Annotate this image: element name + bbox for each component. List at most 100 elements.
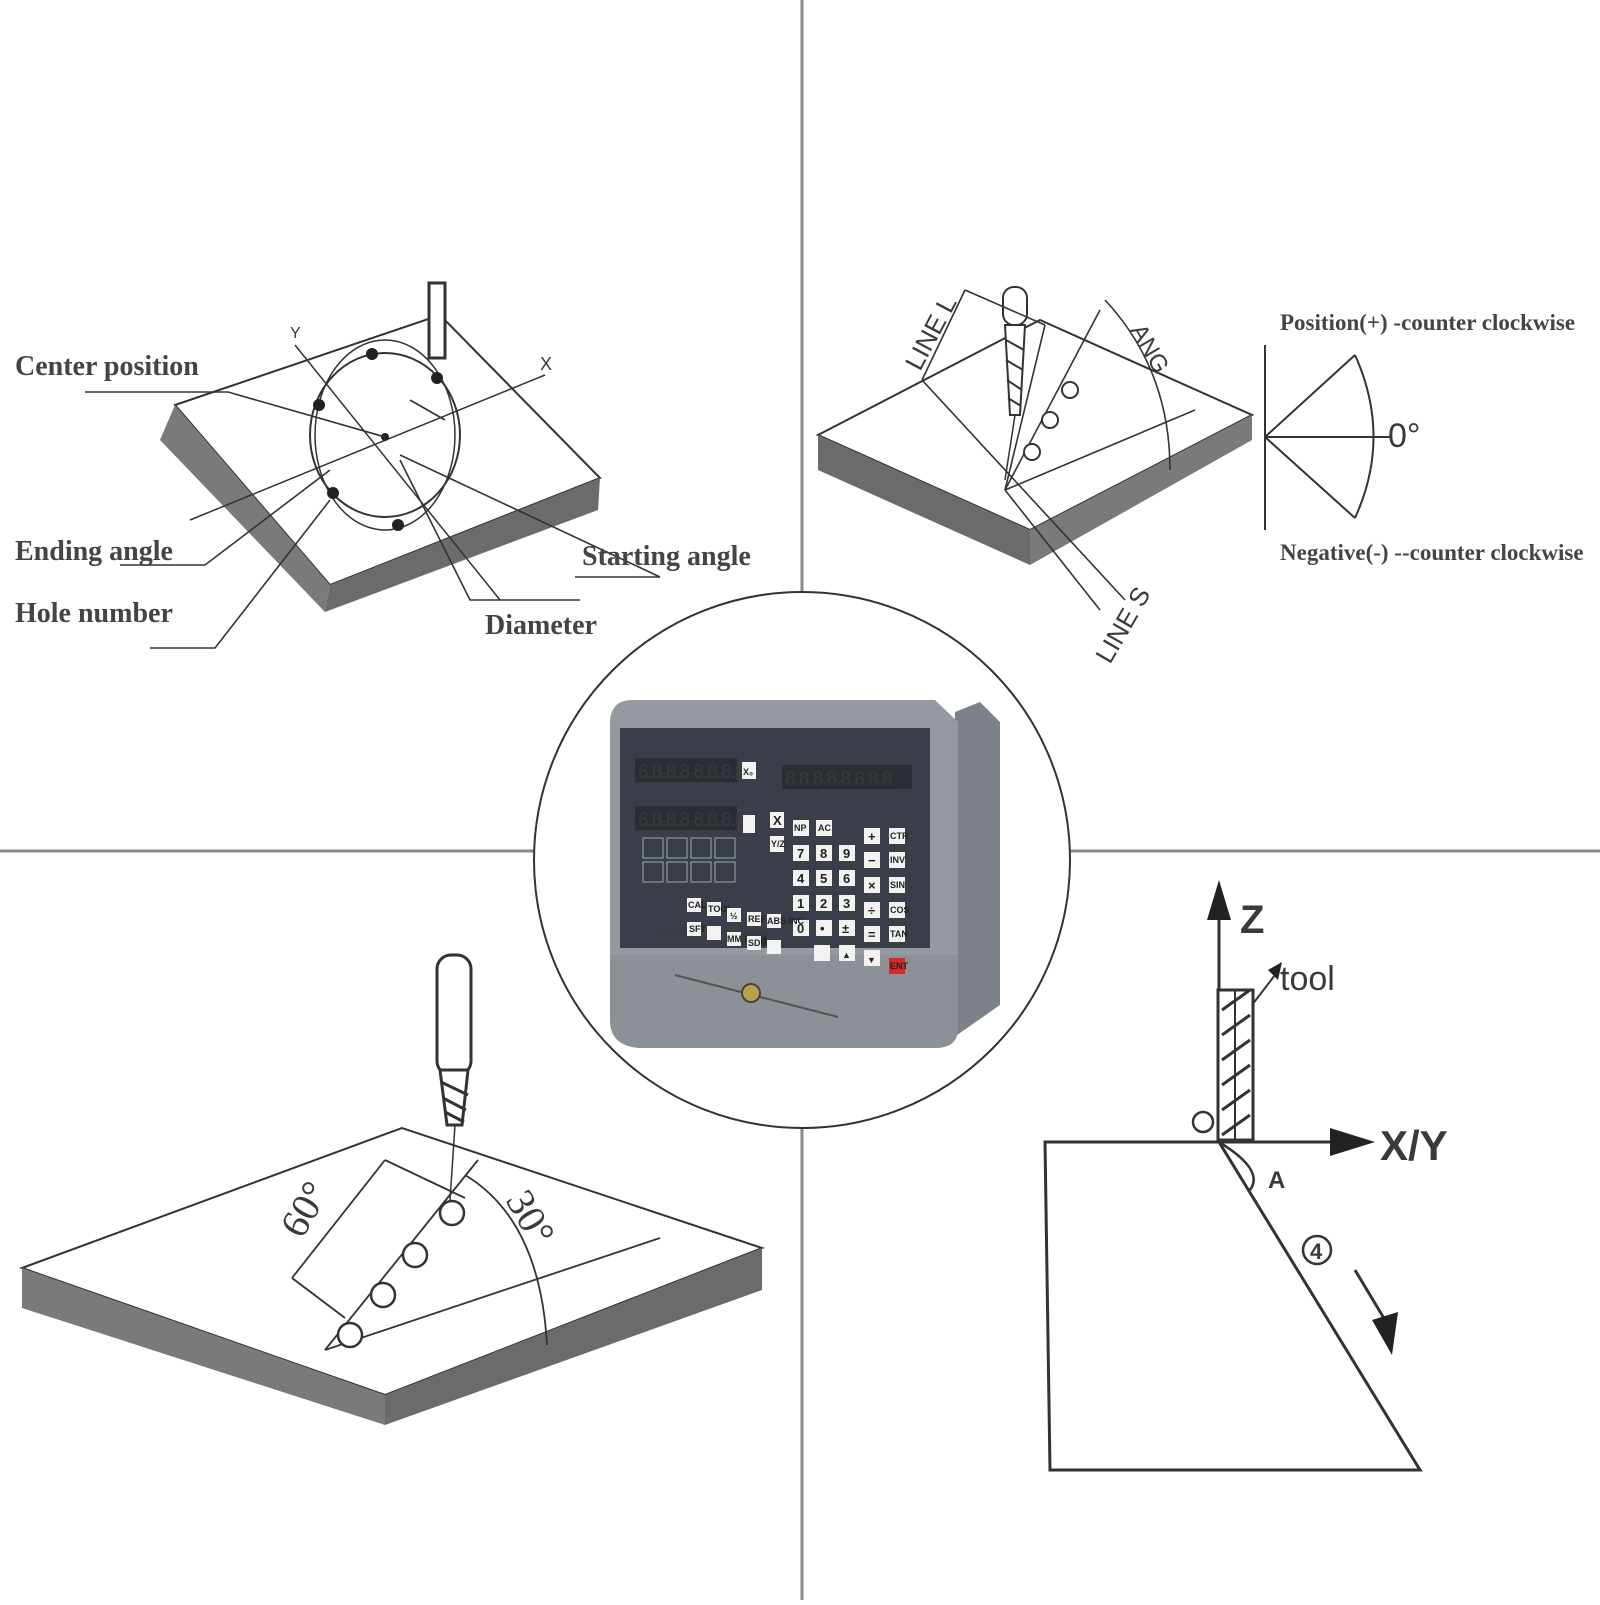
svg-text:REF: REF — [748, 914, 767, 924]
svg-text:½: ½ — [730, 911, 738, 921]
key-ctr[interactable] — [889, 828, 905, 844]
svg-text:ENT: ENT — [890, 961, 909, 971]
key-8[interactable] — [816, 845, 832, 861]
svg-text:X₀: X₀ — [743, 767, 753, 777]
key-1[interactable] — [793, 895, 809, 911]
key-9[interactable] — [839, 845, 855, 861]
label-hole-number: Hole number — [15, 598, 173, 629]
key-up[interactable] — [839, 945, 855, 961]
key-plus[interactable] — [864, 828, 880, 844]
svg-text:8: 8 — [820, 846, 827, 861]
key-half-side[interactable] — [743, 815, 755, 833]
key-call[interactable] — [687, 898, 701, 912]
key-equals[interactable] — [864, 926, 880, 942]
key-cos[interactable] — [889, 902, 905, 918]
key-x[interactable] — [770, 812, 784, 828]
svg-text:7: 7 — [797, 846, 804, 861]
svg-text:+: + — [868, 829, 876, 844]
label-ending-angle: Ending angle — [15, 536, 173, 567]
key-times[interactable] — [864, 877, 880, 893]
key-mm-inch[interactable] — [727, 932, 741, 946]
svg-text:NP: NP — [794, 823, 807, 833]
message-display: 8.8.8.8.8.8.8.8 — [782, 765, 912, 790]
svg-text:3: 3 — [843, 896, 850, 911]
device-lock-icon — [741, 983, 761, 1003]
key-np[interactable] — [793, 820, 809, 836]
key-tan[interactable] — [889, 926, 905, 942]
plate-side — [22, 1268, 385, 1425]
key-sdm[interactable] — [747, 936, 761, 950]
z-arrow — [1207, 880, 1231, 920]
svg-text:±: ± — [842, 921, 849, 936]
plate-front — [325, 478, 600, 612]
key-tool[interactable] — [707, 902, 721, 916]
key-ref[interactable] — [747, 912, 761, 926]
key-minus[interactable] — [864, 852, 880, 868]
key-sin[interactable] — [889, 877, 905, 893]
svg-text:−: − — [868, 853, 876, 868]
svg-text:×: × — [868, 878, 876, 893]
svg-text:MM INCH: MM INCH — [727, 934, 767, 944]
label-line-l: LINE L — [899, 291, 963, 375]
key-divide[interactable] — [864, 902, 880, 918]
label-line-s: LINE S — [1089, 582, 1156, 668]
tool-angle-diagram: Z X/Y tool A 4 — [1043, 880, 1448, 1472]
outer-arc — [314, 339, 456, 531]
workpiece — [1043, 1140, 1423, 1472]
svg-text:÷: ÷ — [868, 903, 875, 918]
hole-points — [313, 348, 443, 531]
axis-y-label: Y — [290, 325, 301, 342]
label-positive: Position(+) -counter clockwise — [1280, 310, 1575, 335]
dro-device-inset: 8.8.8.8.8.8.8.8 X₀ 8.8.8.8.8.8.8.8 8.8.8… — [533, 591, 1071, 1129]
label-negative: Negative(-) --counter clockwise — [1280, 540, 1584, 565]
key-2[interactable] — [816, 895, 832, 911]
tool-shank — [1216, 988, 1255, 1142]
key-6[interactable] — [839, 870, 855, 886]
plate-side — [1030, 415, 1252, 565]
label-angle-a: A — [1268, 1167, 1285, 1194]
label-z: Z — [1240, 898, 1264, 942]
svg-text:5: 5 — [820, 871, 827, 886]
key-inv[interactable] — [889, 852, 905, 868]
device-side — [950, 702, 1000, 1040]
svg-text:0: 0 — [797, 921, 804, 936]
plate-side — [160, 405, 330, 612]
key-grid[interactable] — [707, 926, 721, 940]
key-down[interactable] — [864, 950, 880, 966]
label-tool: tool — [1280, 960, 1335, 998]
key-plus-minus[interactable] — [839, 920, 855, 936]
key-sft[interactable] — [687, 922, 701, 936]
svg-text:▲: ▲ — [842, 950, 851, 960]
step-number-circle — [1301, 1234, 1333, 1266]
key-0[interactable] — [793, 920, 809, 936]
key-line[interactable] — [767, 940, 781, 954]
key-ent[interactable] — [889, 958, 905, 974]
drill-tool — [427, 281, 447, 360]
key-ac[interactable] — [816, 820, 832, 836]
key-abs-inc[interactable] — [767, 914, 781, 928]
key-yz[interactable] — [770, 836, 784, 852]
tool-reference-circle — [1191, 1110, 1215, 1134]
key-dot[interactable] — [816, 920, 832, 936]
key-7[interactable] — [793, 845, 809, 861]
svg-text:CALL: CALL — [688, 900, 712, 910]
key-5[interactable] — [816, 870, 832, 886]
line-holes — [336, 1199, 466, 1349]
key-circle[interactable] — [814, 945, 830, 961]
svg-text:1: 1 — [797, 896, 804, 911]
label-center-position: Center position — [15, 351, 199, 382]
key-4[interactable] — [793, 870, 809, 886]
svg-text:SFT: SFT — [689, 924, 707, 934]
svg-text:6: 6 — [843, 871, 850, 886]
x-axis-key[interactable] — [742, 762, 756, 779]
svg-text:8.8.8.8.8.8.8.8: 8.8.8.8.8.8.8.8 — [785, 769, 892, 790]
key-3[interactable] — [839, 895, 855, 911]
plate-front — [818, 435, 1030, 565]
label-starting-angle: Starting angle — [582, 541, 751, 572]
svg-text:X: X — [773, 813, 782, 828]
end-mill-tool — [1002, 286, 1028, 481]
label-xy: X/Y — [1380, 1122, 1448, 1169]
key-half[interactable] — [727, 908, 741, 922]
